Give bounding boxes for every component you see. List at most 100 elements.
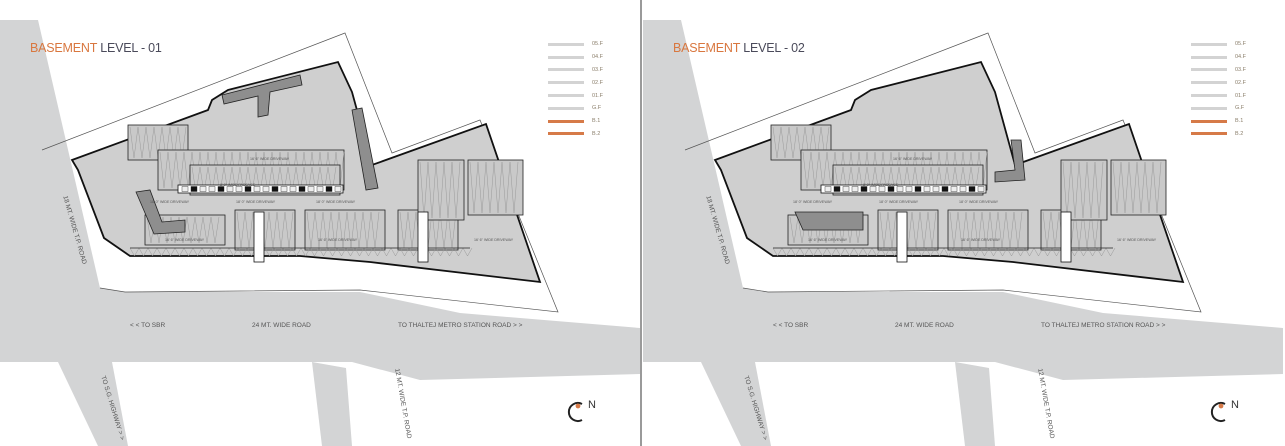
core-cell — [271, 186, 279, 192]
core-cell — [932, 186, 940, 192]
parking-stall — [810, 151, 820, 189]
driveway-label: 18' 0" WIDE DRIVEWAY — [879, 200, 919, 204]
parking-stall — [853, 247, 864, 257]
road-label-sbr: < < TO SBR — [773, 322, 809, 329]
parking-stall — [1086, 161, 1096, 219]
parking-stall — [916, 247, 927, 257]
staircase-core — [1060, 211, 1072, 263]
parking-stall — [509, 161, 519, 214]
panel-title: BASEMENT LEVEL - 01 — [30, 41, 162, 55]
legend-label: B.1 — [592, 118, 601, 125]
parking-stall — [780, 126, 790, 159]
legend-item: 05.F — [1191, 38, 1246, 51]
road-main — [643, 288, 1283, 380]
road-sg-highway — [701, 362, 771, 446]
parking-stall — [192, 247, 203, 257]
core-cell — [217, 186, 225, 192]
legend-bar — [1191, 68, 1227, 72]
staircase-core — [896, 211, 908, 263]
parking-stall — [453, 247, 464, 257]
parking-stall — [485, 161, 495, 214]
parking-stall — [943, 247, 954, 257]
legend-label: 02.F — [1235, 79, 1247, 86]
ramp-east — [994, 139, 1026, 183]
core-cell — [878, 186, 886, 192]
parking-stall — [183, 247, 194, 257]
core-cell — [289, 186, 297, 192]
legend-bar — [548, 81, 584, 85]
parking-stall — [1006, 247, 1017, 257]
parking-stall — [880, 247, 891, 257]
legend-bar — [548, 106, 584, 110]
parking-block — [234, 209, 296, 251]
legend-item: 04.F — [548, 51, 603, 64]
road-label-thaltej: TO THALTEJ METRO STATION ROAD > > — [398, 322, 523, 329]
parking-stall — [167, 151, 177, 189]
core-cell — [280, 186, 288, 192]
parking-stall — [462, 247, 473, 257]
core-cell — [262, 186, 270, 192]
parking-stall — [336, 247, 347, 257]
parking-stall — [862, 247, 873, 257]
parking-stall — [1070, 161, 1080, 219]
legend-bar — [548, 119, 584, 123]
parking-stall — [871, 247, 882, 257]
parking-stall — [1051, 247, 1062, 257]
parking-stall — [145, 126, 155, 159]
legend-label: G.F — [592, 105, 602, 112]
north-compass-icon: N — [1209, 399, 1249, 431]
core-cell — [208, 186, 216, 192]
parking-stall — [961, 247, 972, 257]
legend-bar — [548, 55, 584, 59]
parking-stall — [327, 247, 338, 257]
road-label-thaltej: TO THALTEJ METRO STATION ROAD > > — [1041, 322, 1166, 329]
driveway-label: 18' 0" WIDE DRIVEWAY — [150, 200, 190, 204]
parking-stall — [1120, 161, 1130, 214]
core-cell — [824, 186, 832, 192]
legend-label: G.F — [1235, 105, 1245, 112]
legend-label: 03.F — [1235, 66, 1247, 73]
legend-item: B.2 — [548, 128, 603, 141]
title-level: LEVEL - 01 — [100, 41, 162, 55]
parking-stall — [808, 247, 819, 257]
parking-block — [467, 159, 524, 216]
road-tp12 — [955, 362, 995, 446]
legend-label: 03.F — [592, 66, 604, 73]
parking-stall — [129, 247, 140, 257]
driveway-label: 16' 6" WIDE DRIVEWAY — [1117, 238, 1157, 242]
parking-stall — [159, 151, 169, 189]
parking-stall — [802, 151, 812, 189]
road-tp12 — [312, 362, 352, 446]
parking-stall — [844, 247, 855, 257]
legend-item: B.1 — [548, 115, 603, 128]
driveway-label: 18' 0" WIDE DRIVEWAY — [793, 200, 833, 204]
parking-stall — [772, 247, 783, 257]
parking-stall — [1152, 161, 1162, 214]
parking-stall — [817, 247, 828, 257]
north-compass-icon: N — [566, 399, 606, 431]
parking-stall — [835, 247, 846, 257]
driveway-label: 16' 6" WIDE DRIVEWAY — [808, 238, 848, 242]
parking-stall — [1024, 247, 1035, 257]
parking-stall — [372, 247, 383, 257]
parking-stall — [1136, 161, 1146, 214]
parking-stall — [427, 161, 437, 219]
parking-stall — [979, 247, 990, 257]
legend-label: 01.F — [1235, 92, 1247, 99]
ramp-east — [351, 107, 379, 191]
parking-block — [1060, 159, 1108, 221]
core-cell — [298, 186, 306, 192]
parking-stall — [354, 247, 365, 257]
road-label-sbr: < < TO SBR — [130, 322, 166, 329]
parking-stall — [318, 247, 329, 257]
title-accent: BASEMENT — [673, 41, 740, 55]
parking-stall — [1078, 247, 1089, 257]
parking-stall — [1078, 161, 1088, 219]
parking-stall — [147, 247, 158, 257]
staircase-core — [417, 211, 429, 263]
legend-label: 05.F — [592, 41, 604, 48]
parking-stall — [228, 247, 239, 257]
parking-stall — [210, 247, 221, 257]
parking-stall — [1112, 161, 1122, 214]
